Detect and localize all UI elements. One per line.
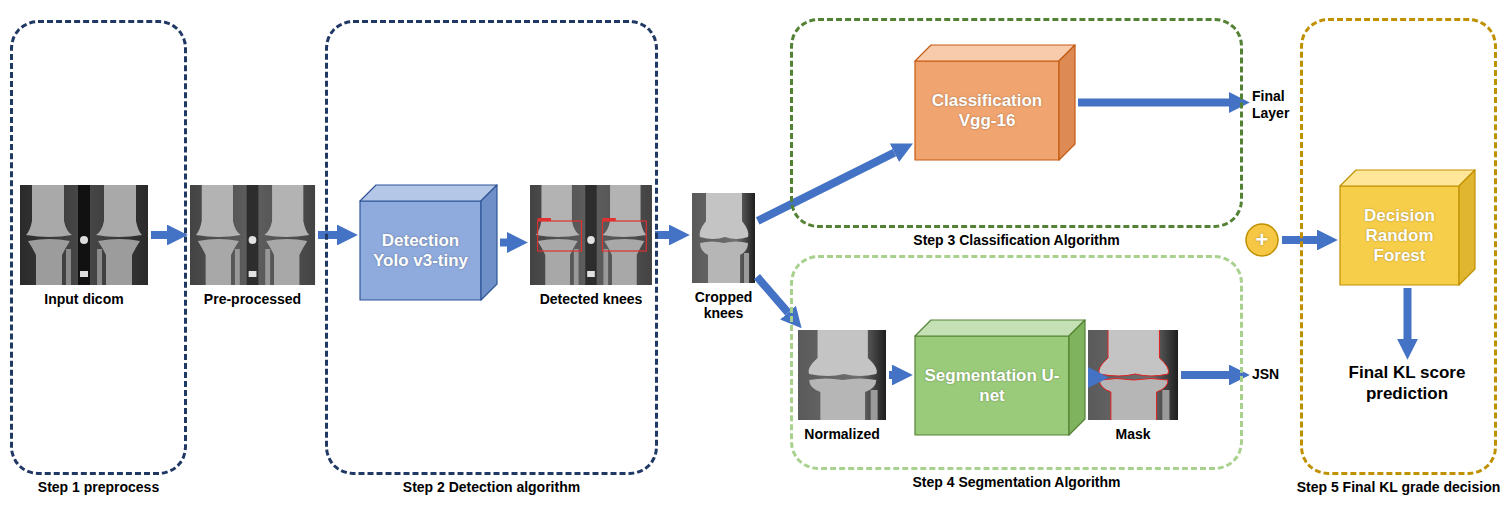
process-label: Segmentation U-net <box>915 366 1069 406</box>
cube-side <box>1340 170 1475 186</box>
cube-face-area: Segmentation U-net <box>915 336 1069 435</box>
xray-image: Cropped knees <box>692 193 755 283</box>
cube-side <box>915 336 1069 435</box>
flow-arrow <box>757 277 788 313</box>
cube-face-area: Classification Vgg-16 <box>915 61 1059 160</box>
output-text: Final Layer <box>1252 88 1298 122</box>
flow-arrow <box>500 239 507 247</box>
cube-side <box>1059 45 1075 160</box>
stage-heading: Step 4 Segmentation Algorithm <box>913 474 1121 490</box>
output-label: Final Layer <box>1252 88 1298 122</box>
flow-arrow <box>758 153 895 221</box>
stage-heading: Step 3 Classification Algorithm <box>913 232 1119 248</box>
cube-side <box>1340 186 1459 285</box>
output-label: JSN <box>1252 366 1279 383</box>
flow-arrow <box>1078 99 1229 107</box>
xray-image: Pre-processed <box>190 185 315 285</box>
cube-side <box>481 185 497 300</box>
process-cube: Segmentation U-net <box>915 320 1085 435</box>
process-cube: Detection Yolo v3-tiny <box>360 185 497 300</box>
stage-frame: Step 2 Detection algorithmDetection Yolo… <box>325 20 658 475</box>
cube-side <box>915 45 1075 61</box>
cube-side <box>360 185 497 201</box>
process-label: Decision Random Forest <box>1340 206 1459 266</box>
combine-circle: + <box>1245 223 1279 257</box>
flow-arrow <box>1181 371 1229 379</box>
flow-arrow <box>1404 288 1412 339</box>
image-caption: Normalized <box>804 426 879 442</box>
output-text: JSN <box>1252 366 1279 383</box>
stage-frame: Step 3 Classification AlgorithmClassific… <box>790 18 1243 228</box>
flow-arrow <box>889 371 892 379</box>
cube-face-area: Detection Yolo v3-tiny <box>360 201 481 300</box>
stage-heading: Step 1 preprocess <box>38 479 159 495</box>
cube-face-area: Decision Random Forest <box>1340 186 1459 285</box>
cube-side <box>1459 170 1475 285</box>
stage-frame: Step 1 preprocessInput dicom <box>10 20 187 475</box>
process-cube: Decision Random Forest <box>1340 170 1475 285</box>
stage-frame: Step 4 Segmentation AlgorithmNormalizedS… <box>790 255 1243 470</box>
process-label: Classification Vgg-16 <box>915 91 1059 131</box>
circle-outline <box>1246 224 1278 256</box>
stage-heading: Step 5 Final KL grade decision <box>1297 479 1501 495</box>
output-label: Final KL score prediction <box>1333 362 1481 404</box>
image-caption: Cropped knees <box>688 289 760 321</box>
combine-symbol: + <box>1256 229 1269 251</box>
cube-side <box>1069 320 1085 435</box>
image-caption: Input dicom <box>44 291 123 307</box>
image-caption: Mask <box>1115 426 1150 442</box>
process-label: Detection Yolo v3-tiny <box>360 231 481 271</box>
process-cube: Classification Vgg-16 <box>915 45 1075 160</box>
stage-heading: Step 2 Detection algorithm <box>403 479 580 495</box>
xray-image: Input dicom <box>20 185 148 285</box>
cube-side <box>360 201 481 300</box>
stage-frame: Step 5 Final KL grade decisionDecision R… <box>1300 18 1497 475</box>
output-text: Final KL score prediction <box>1333 362 1481 404</box>
flow-arrow <box>151 231 167 239</box>
cube-side <box>915 320 1085 336</box>
xray-image: Normalized <box>798 330 886 420</box>
cube-side <box>915 61 1059 160</box>
image-caption: Pre-processed <box>204 291 301 307</box>
image-caption: Detected knees <box>540 291 643 307</box>
xray-image: Mask <box>1088 330 1178 420</box>
xray-image: Detected knees <box>530 185 652 285</box>
